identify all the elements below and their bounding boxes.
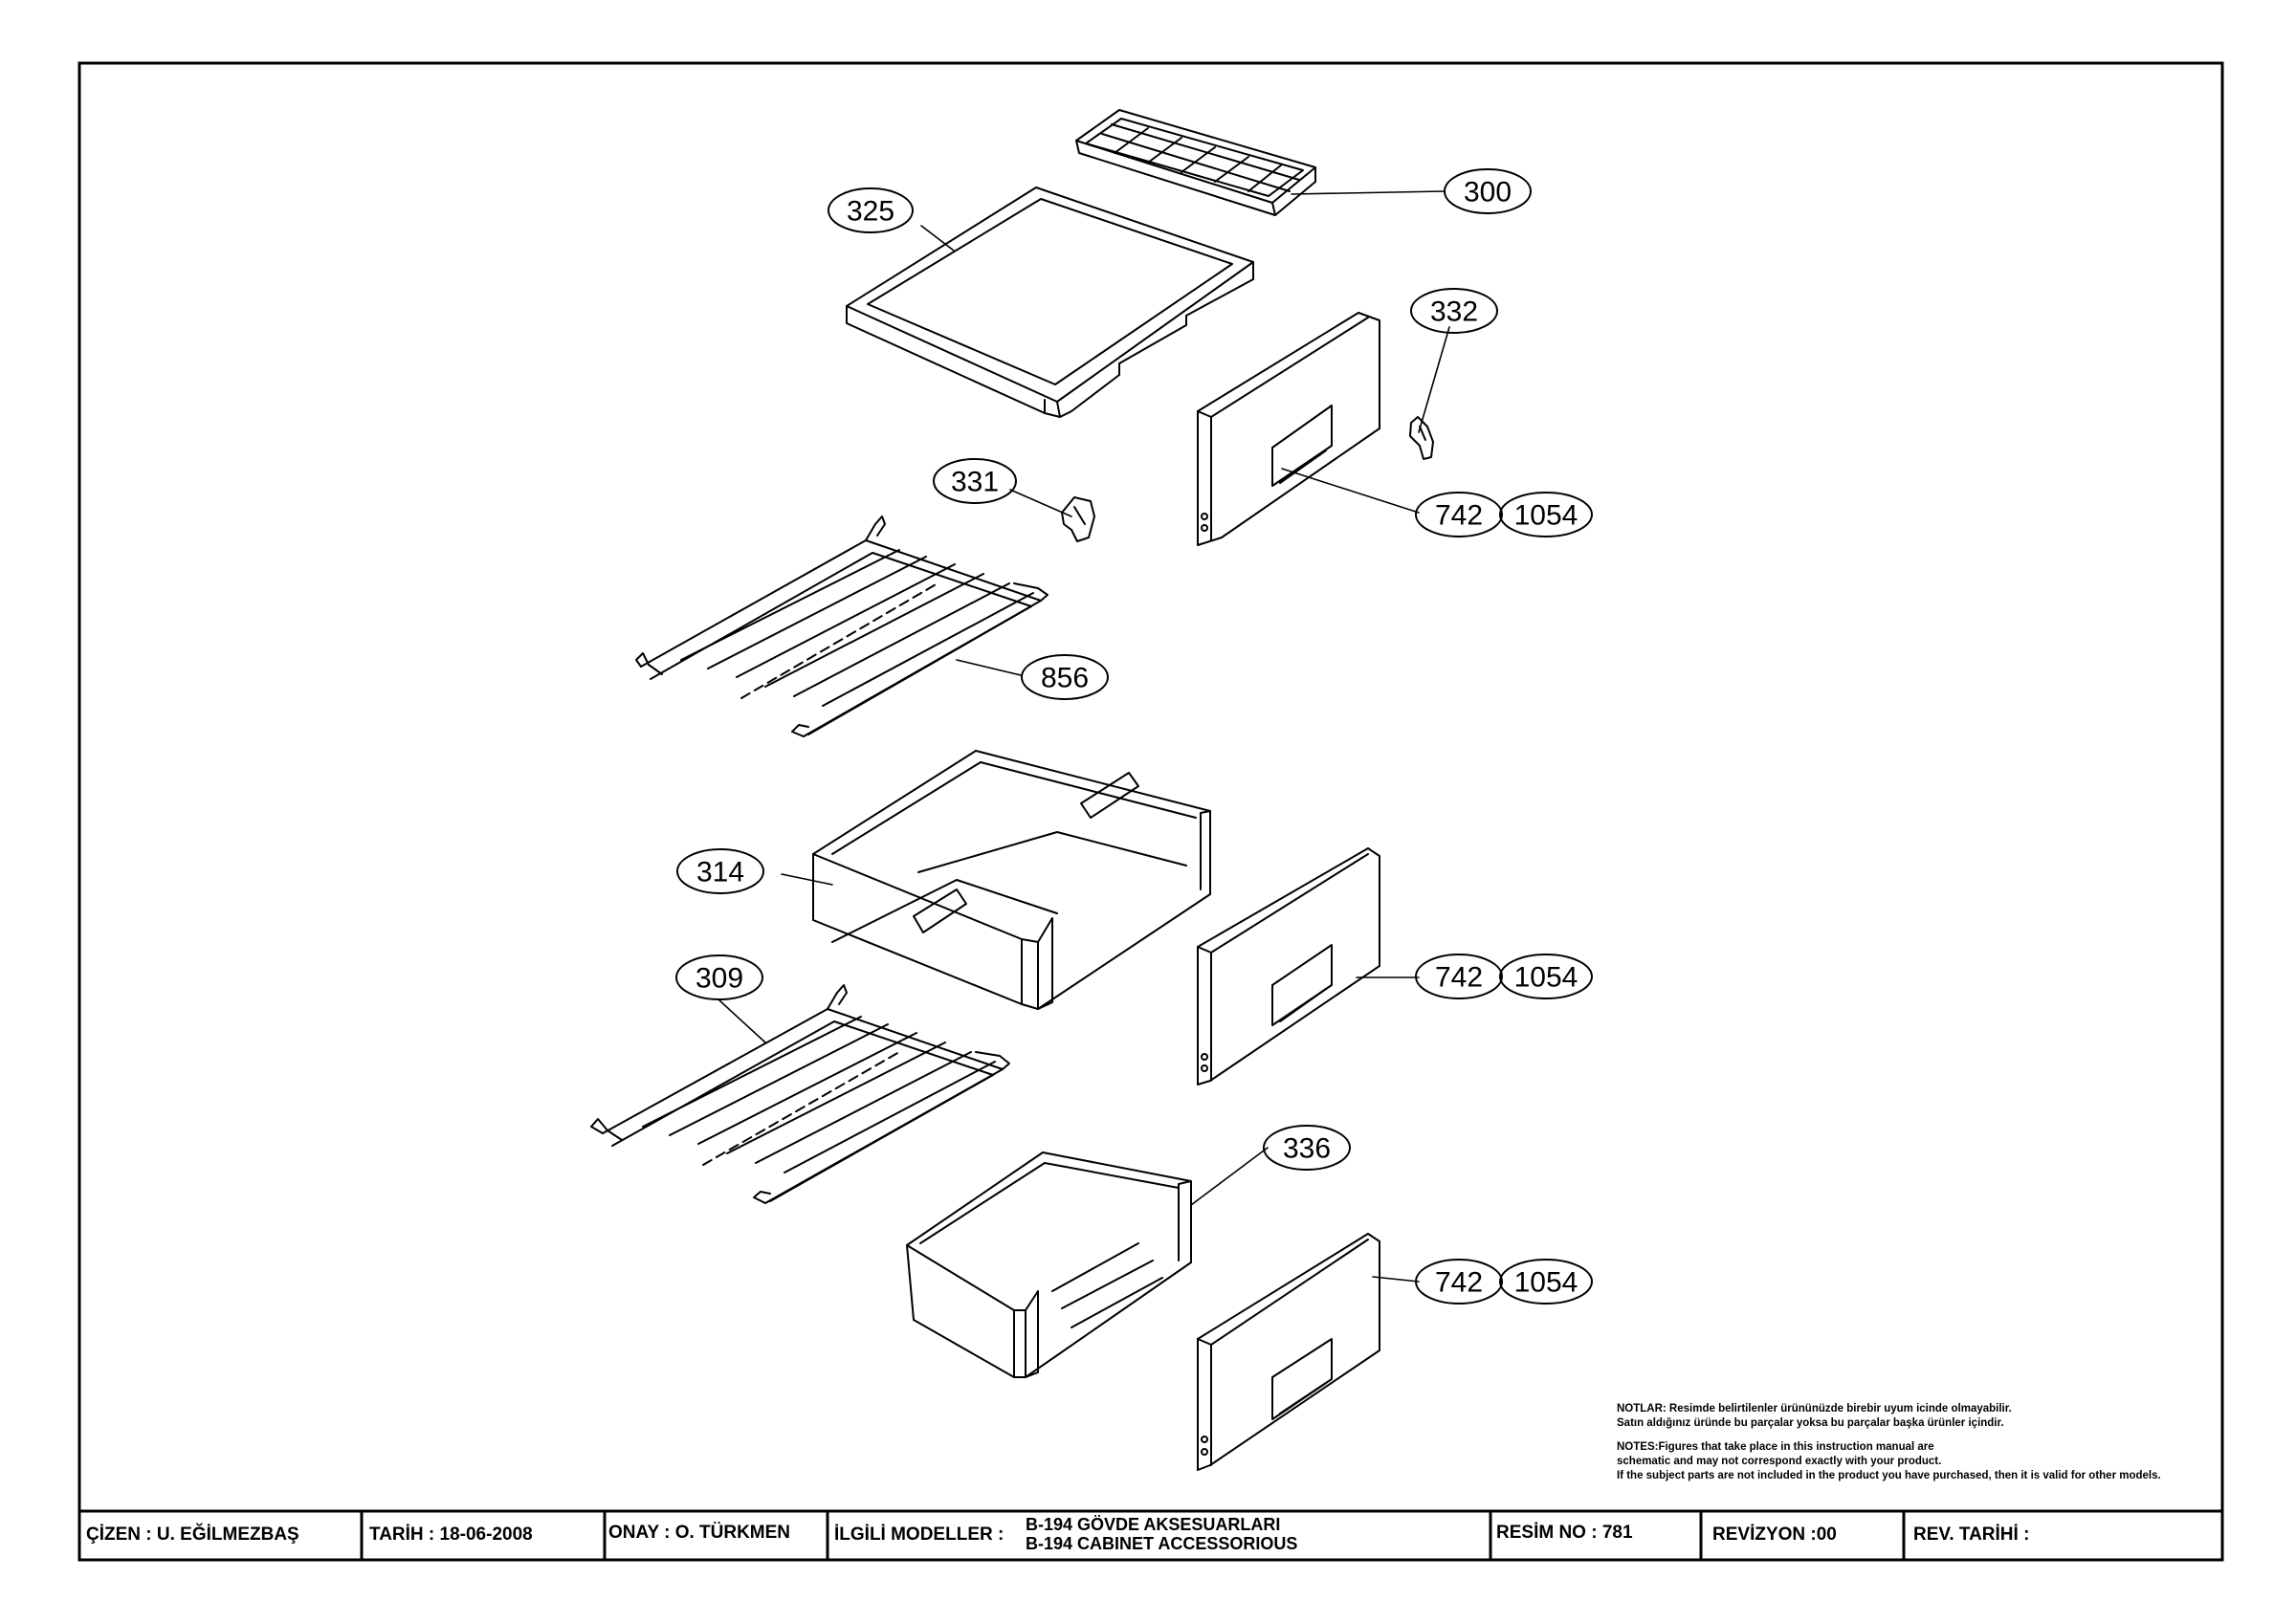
callout-label-1054-bottom: 1054: [1514, 1267, 1578, 1299]
wire-shelf-309: [590, 984, 1010, 1204]
notes-en-line-2: schematic and may not correspond exactly…: [1617, 1456, 1942, 1467]
model-title-tr: B-194 GÖVDE AKSESUARLARI: [1026, 1515, 1281, 1534]
drawer-front-panel-middle: [1197, 847, 1380, 1086]
freezer-drawer-336: [906, 1151, 1192, 1378]
crisper-drawer-314: [812, 750, 1211, 1010]
callout-label-325: 325: [847, 196, 894, 228]
model-title-en: B-194 CABINET ACCESSORIOUS: [1026, 1534, 1298, 1553]
notes-en-line-1: NOTES:Figures that take place in this in…: [1617, 1441, 1934, 1453]
callout-label-300: 300: [1464, 177, 1512, 208]
callout-label-331: 331: [951, 467, 999, 498]
revision: REVİZYON :00: [1712, 1524, 1837, 1545]
callout-label-1054-top: 1054: [1514, 500, 1578, 532]
notes-tr-line-2: Satın aldığınız üründe bu parçalar yoksa…: [1617, 1417, 2004, 1429]
approved-by: ONAY : O. TÜRKMEN: [608, 1523, 791, 1543]
leader-lines: [718, 190, 1450, 1283]
drawer-front-panel-bottom: [1197, 1233, 1380, 1471]
callout-label-332: 332: [1430, 296, 1478, 328]
callout-label-309: 309: [695, 963, 743, 995]
drawing-date: TARİH : 18-06-2008: [369, 1524, 533, 1545]
notes-en-line-3: If the subject parts are not included in…: [1617, 1470, 2161, 1481]
callout-label-742-top: 742: [1435, 500, 1483, 532]
notes-tr-line-1: NOTLAR: Resimde belirtilenler ürününüzde…: [1617, 1403, 2012, 1415]
drawn-by: ÇİZEN : U. EĞİLMEZBAŞ: [86, 1524, 299, 1545]
callout-label-314: 314: [696, 857, 744, 888]
callout-label-742-middle: 742: [1435, 962, 1483, 994]
callout-label-742-bottom: 742: [1435, 1267, 1483, 1299]
revision-date: REV. TARİHİ :: [1913, 1524, 2030, 1545]
drawing-number: RESİM NO : 781: [1496, 1523, 1633, 1543]
drawer-front-panel-top: [1197, 312, 1380, 546]
shelf-tray-part: [846, 186, 1254, 418]
related-models-label: İLGİLİ MODELLER :: [834, 1524, 1004, 1545]
clip-part-332: [1409, 416, 1434, 460]
wire-shelf-856: [635, 515, 1049, 737]
callout-label-336: 336: [1283, 1133, 1331, 1165]
clip-part-331: [1061, 496, 1095, 542]
title-block-grid: [79, 1509, 2222, 1560]
callout-label-856: 856: [1041, 663, 1089, 694]
notes-spacer: [1617, 1431, 2248, 1440]
ice-tray-part: [1075, 109, 1316, 216]
callout-label-1054-middle: 1054: [1514, 962, 1578, 994]
notes-block: NOTLAR: Resimde belirtilenler ürününüzde…: [1617, 1402, 2248, 1483]
drawing-frame: [77, 61, 2224, 1562]
callout-ellipses: [675, 168, 1593, 1305]
